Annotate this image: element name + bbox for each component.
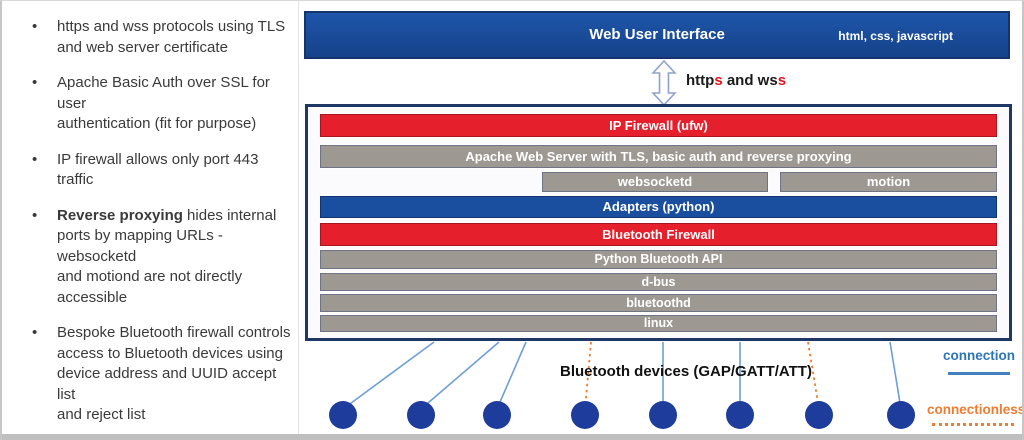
layer-d-bus: d-bus: [320, 273, 997, 291]
layer-apache-web-server: Apache Web Server with TLS, basic auth a…: [320, 145, 997, 168]
device-link-connection: [420, 341, 500, 410]
bullet-text: Apache Basic Auth over SSL for user auth…: [57, 74, 270, 132]
protocol-label: https and wss: [686, 72, 786, 89]
legend-connection-label: connection: [943, 348, 1016, 363]
protocol-label-red-s: s: [714, 72, 723, 89]
bluetooth-device-dot: [887, 401, 915, 429]
bluetooth-device-dot: [329, 401, 357, 429]
protocol-label-part: http: [686, 72, 715, 89]
layer-websocketd: websocketd: [542, 172, 768, 192]
bullet-text: IP firewall allows only port 443 traffic: [57, 150, 259, 189]
panel-divider: [298, 1, 299, 434]
bullet-text: hides internal ports by mapping URLs - w…: [57, 206, 277, 306]
legend-connectionless-line: [932, 423, 1014, 426]
bluetooth-device-dot: [407, 401, 435, 429]
layer-adapters-python: Adapters (python): [320, 196, 997, 218]
bluetooth-device-dot: [483, 401, 511, 429]
device-link-connection: [496, 341, 527, 410]
layer-python-bluetooth-api: Python Bluetooth API: [320, 250, 997, 269]
list-item: IP firewall allows only port 443 traffic: [30, 150, 298, 191]
list-item: Bespoke Bluetooth firewall controls acce…: [30, 323, 298, 426]
security-notes-list: https and wss protocols using TLS and we…: [30, 17, 298, 440]
bluetooth-device-dot: [571, 401, 599, 429]
list-item: https and wss protocols using TLS and we…: [30, 17, 298, 58]
bluetooth-device-dot: [805, 401, 833, 429]
device-link-connection: [342, 341, 435, 410]
device-link-connection: [889, 341, 902, 410]
web-ui-tech-label: html, css, javascript: [838, 29, 953, 43]
list-item: Apache Basic Auth over SSL for user auth…: [30, 73, 298, 135]
updown-arrow-icon: [651, 60, 677, 106]
bullet-bold-lead: Reverse proxying: [57, 206, 183, 224]
layer-bluetoothd: bluetoothd: [320, 294, 997, 312]
bullet-text: Bespoke Bluetooth firewall controls acce…: [57, 324, 291, 423]
bluetooth-devices-label: Bluetooth devices (GAP/GATT/ATT): [560, 363, 812, 380]
layer-linux: linux: [320, 315, 997, 332]
protocol-label-part: and ws: [722, 72, 778, 89]
software-stack-panel: IP Firewall (ufw) Apache Web Server with…: [305, 104, 1012, 341]
bluetooth-device-dot: [726, 401, 754, 429]
layer-bluetooth-firewall: Bluetooth Firewall: [320, 223, 997, 246]
protocol-label-red-s: s: [777, 72, 787, 89]
legend-connectionless-label: connectionless: [927, 402, 1024, 417]
list-item: Reverse proxying hides internal ports by…: [30, 206, 298, 309]
layer-motion: motion: [780, 172, 997, 192]
bullet-text: https and wss protocols using TLS and we…: [57, 18, 286, 56]
bluetooth-device-dot: [649, 401, 677, 429]
layer-ip-firewall: IP Firewall (ufw): [320, 114, 997, 137]
web-ui-title: Web User Interface: [589, 26, 725, 43]
web-user-interface-bar: Web User Interface html, css, javascript: [304, 11, 1010, 59]
bottom-border-band: [2, 434, 1022, 440]
legend-connection-line: [948, 372, 1010, 375]
